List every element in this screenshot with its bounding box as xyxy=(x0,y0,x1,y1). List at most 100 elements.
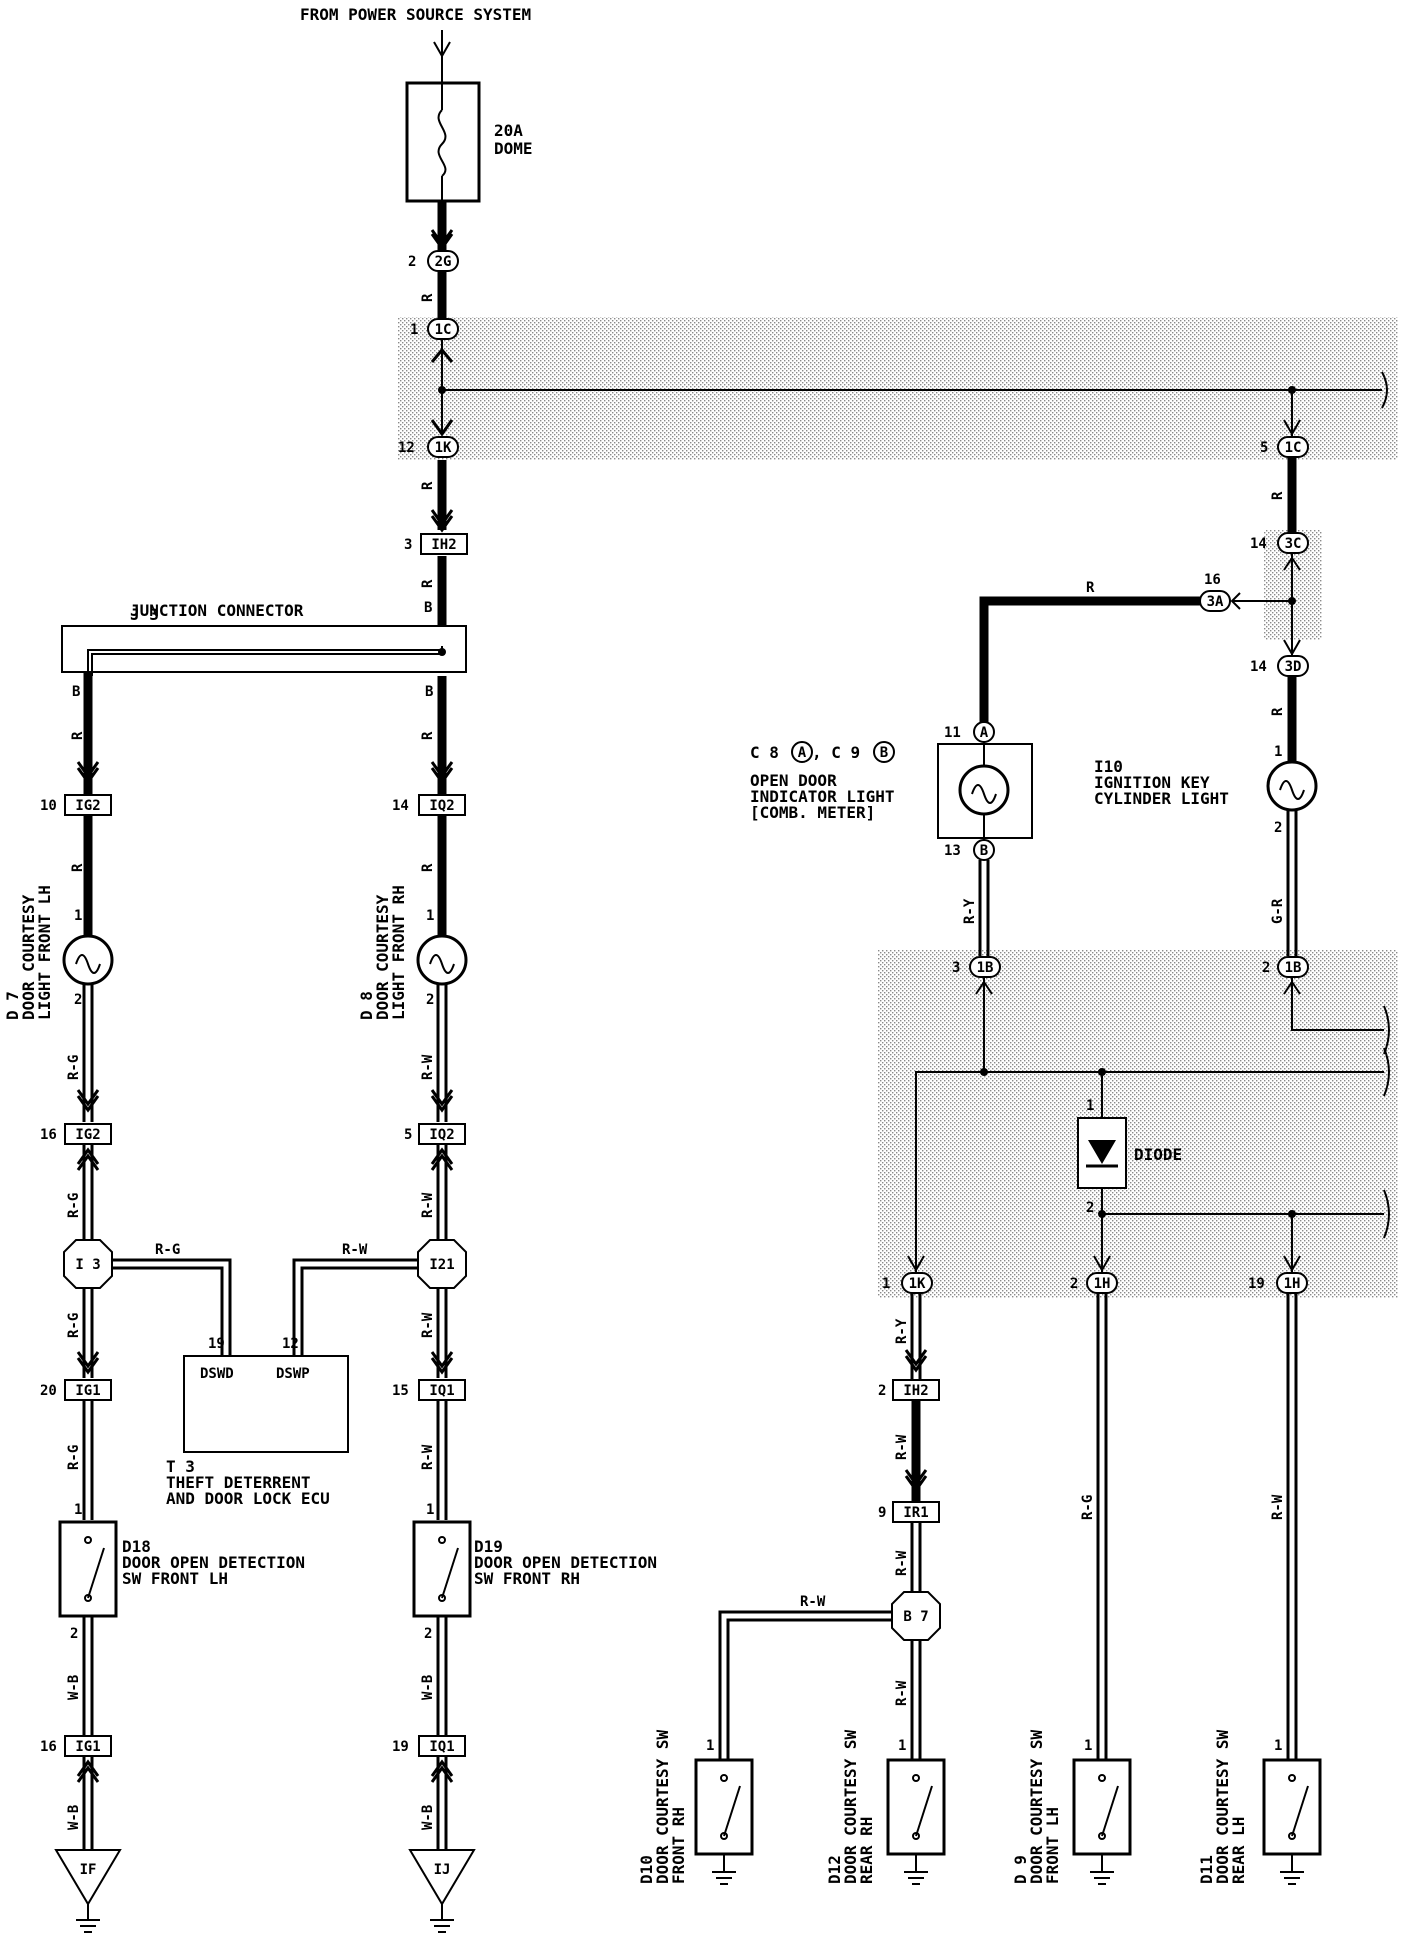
label-d12: D12 DOOR COURTESY SW REAR RH xyxy=(825,1730,876,1884)
svg-text:1C: 1C xyxy=(1285,440,1302,456)
svg-text:FRONT RH: FRONT RH xyxy=(669,1807,688,1884)
svg-text:DOOR COURTESY: DOOR COURTESY xyxy=(19,894,38,1020)
wire-rw-9: R-W xyxy=(894,1680,910,1706)
pin-ig1-20: 20 xyxy=(40,1383,57,1399)
c9-pin19: 13 xyxy=(944,843,961,859)
wire-rg-6: R-G xyxy=(1080,1495,1096,1520)
label-d8: D 8 DOOR COURTESY LIGHT FRONT RH xyxy=(357,885,408,1020)
svg-text:LIGHT FRONT RH: LIGHT FRONT RH xyxy=(389,885,408,1020)
fuse-rating: 20A xyxy=(494,121,523,140)
svg-text:D 7: D 7 xyxy=(3,991,22,1020)
c8-line2: INDICATOR LIGHT xyxy=(750,787,895,806)
svg-text:1K: 1K xyxy=(435,440,452,456)
d19-line1: DOOR OPEN DETECTION xyxy=(474,1553,657,1572)
fuse-name: DOME xyxy=(494,139,533,158)
connector-1k: 1K xyxy=(427,436,459,458)
wire-rw-1: R-W xyxy=(420,1054,436,1080)
svg-text:3D: 3D xyxy=(1285,659,1302,675)
d12-pin1: 1 xyxy=(898,1738,906,1754)
switch-d9 xyxy=(1072,1758,1132,1885)
d11-pin1: 1 xyxy=(1274,1738,1282,1754)
j3-id: J 3 xyxy=(130,605,159,624)
wire-rw-8: R-W xyxy=(800,1594,826,1610)
d19-line2: SW FRONT RH xyxy=(474,1569,580,1588)
wire-r-4: R xyxy=(70,731,86,740)
svg-text:B: B xyxy=(980,843,988,859)
switch-d12 xyxy=(886,1758,946,1885)
diode xyxy=(1077,1117,1127,1189)
d10-pin1: 1 xyxy=(706,1738,714,1754)
switch-d10 xyxy=(694,1758,754,1885)
i10-pin2: 2 xyxy=(1274,820,1282,836)
d19-pin2: 2 xyxy=(424,1626,432,1642)
connector-ig2-10: IG2 xyxy=(64,794,112,816)
svg-text:D11: D11 xyxy=(1197,1855,1216,1884)
svg-text:1B: 1B xyxy=(977,960,994,976)
wire-rw-7: R-W xyxy=(894,1550,910,1576)
d18-pin1: 1 xyxy=(74,1502,82,1518)
svg-text:FRONT LH: FRONT LH xyxy=(1043,1807,1062,1884)
connector-3d: 3D xyxy=(1277,655,1309,677)
svg-text:IG1: IG1 xyxy=(75,1739,100,1755)
svg-text:1K: 1K xyxy=(909,1276,926,1292)
svg-text:IQ1: IQ1 xyxy=(429,1739,454,1755)
junction-block-top xyxy=(398,317,1398,460)
wire-r-6: R xyxy=(70,863,86,872)
pin-ih2-2: 2 xyxy=(878,1383,886,1399)
i10-line2: CYLINDER LIGHT xyxy=(1094,789,1229,808)
d18-line1: DOOR OPEN DETECTION xyxy=(122,1553,305,1572)
d8-pin2: 2 xyxy=(426,992,434,1008)
svg-text:1H: 1H xyxy=(1094,1276,1111,1292)
label-d10: D10 DOOR COURTESY SW FRONT RH xyxy=(637,1730,688,1884)
connector-3c: 3C xyxy=(1277,532,1309,554)
connector-ig1-20: IG1 xyxy=(64,1379,112,1401)
connector-iq2-5: IQ2 xyxy=(418,1123,466,1145)
connector-1c: 1C xyxy=(427,318,459,340)
svg-text:D 8: D 8 xyxy=(357,991,376,1020)
svg-text:DOOR COURTESY: DOOR COURTESY xyxy=(373,894,392,1020)
wire-r-2: R xyxy=(420,481,436,490)
connector-2g: 2G xyxy=(427,250,459,272)
pin-iq2-14: 14 xyxy=(392,798,409,814)
wire-rg-2: R-G xyxy=(66,1193,82,1218)
connector-iq2-14: IQ2 xyxy=(418,794,466,816)
diode-label: DIODE xyxy=(1134,1145,1182,1164)
svg-text:2G: 2G xyxy=(435,254,452,270)
connector-ih2-top: IH2 xyxy=(420,533,468,555)
ecu-t3 xyxy=(183,1355,349,1453)
pin-iq1-19: 19 xyxy=(392,1739,409,1755)
svg-text:3C: 3C xyxy=(1285,536,1302,552)
i10-pin1: 1 xyxy=(1274,744,1282,760)
svg-text:D12: D12 xyxy=(825,1855,844,1884)
pin-3a: 16 xyxy=(1204,572,1221,588)
connector-1h-2: 1H xyxy=(1086,1272,1118,1294)
wire-r-5: R xyxy=(420,731,436,740)
j3-label: JUNCTION CONNECTOR xyxy=(130,601,304,620)
bulb-d7 xyxy=(62,934,114,986)
svg-text:IQ2: IQ2 xyxy=(429,1127,454,1143)
t3-line1: THEFT DETERRENT xyxy=(166,1473,311,1492)
svg-text:B 7: B 7 xyxy=(903,1609,928,1625)
junction-block-bottom xyxy=(878,950,1398,1298)
svg-text:IQ2: IQ2 xyxy=(429,798,454,814)
svg-text:IJ: IJ xyxy=(434,1862,451,1878)
wire-b-3: B xyxy=(425,684,433,700)
ground-if: IF xyxy=(54,1849,122,1933)
pin-ig1-16: 16 xyxy=(40,1739,57,1755)
i10-line1: IGNITION KEY xyxy=(1094,773,1210,792)
d7-pin2: 2 xyxy=(74,992,82,1008)
wire-ry-2: R-Y xyxy=(894,1318,910,1344)
switch-d18 xyxy=(58,1520,118,1618)
pin-1h-2: 2 xyxy=(1070,1276,1078,1292)
d19-id: D19 xyxy=(474,1537,503,1556)
svg-text:3A: 3A xyxy=(1207,594,1224,610)
svg-text:IH2: IH2 xyxy=(903,1383,928,1399)
wire-r-1: R xyxy=(420,293,436,302)
wire-rw-6: R-W xyxy=(894,1434,910,1460)
svg-text:A: A xyxy=(980,725,989,741)
connector-1c-right: 1C xyxy=(1277,436,1309,458)
d9-pin1: 1 xyxy=(1084,1738,1092,1754)
svg-text:I 3: I 3 xyxy=(75,1257,100,1273)
power-source-title: FROM POWER SOURCE SYSTEM xyxy=(300,5,531,24)
fuse-icon xyxy=(437,109,447,177)
